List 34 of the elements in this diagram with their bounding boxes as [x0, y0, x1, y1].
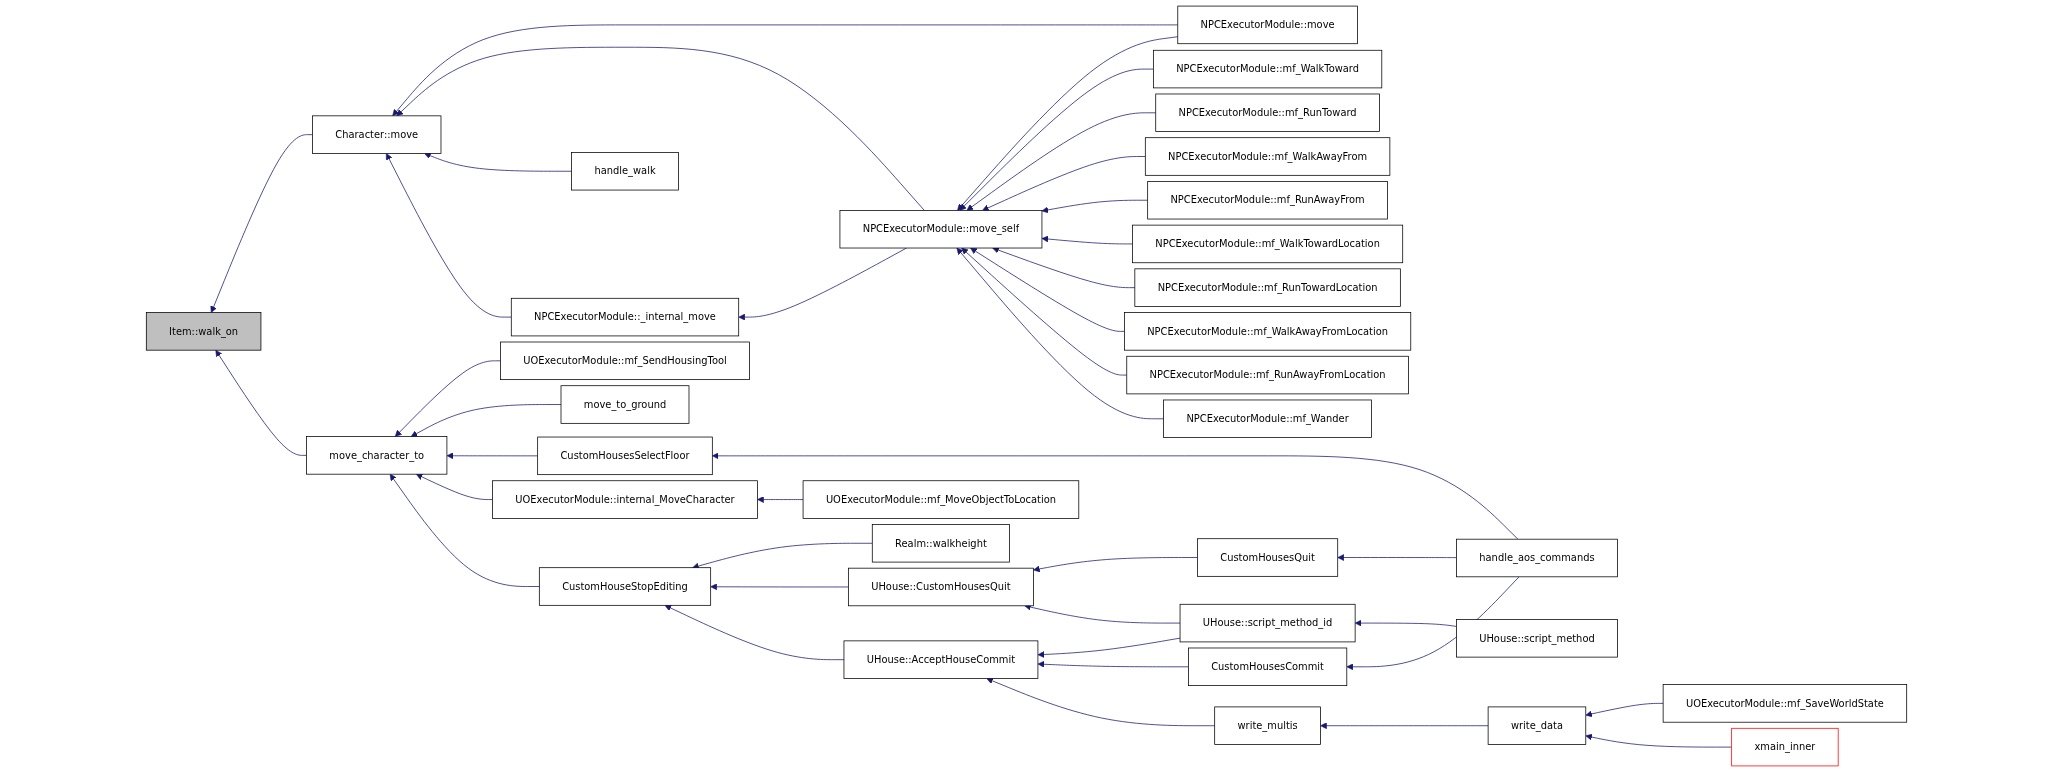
node-box: NPCExecutorModule::mf_WalkAwayFromLocation [1124, 312, 1412, 351]
node-box: NPCExecutorModule::mf_WalkTowardLocation [1132, 224, 1404, 264]
node-box: NPCExecutorModule::mf_RunToward [1155, 93, 1380, 132]
node-box: UHouse::script_method_id [1179, 603, 1356, 643]
node-box: xmain_inner [1731, 727, 1839, 767]
node-box: UOExecutorModule::mf_SaveWorldState [1662, 684, 1908, 723]
node-box: CustomHouseStopEditing [538, 567, 712, 606]
node-box: UHouse::script_method [1456, 619, 1618, 658]
node-box: NPCExecutorModule::move [1177, 5, 1358, 45]
node-box: CustomHousesCommit [1188, 647, 1348, 686]
node-box: UHouse::CustomHousesQuit [848, 567, 1034, 607]
node-box: move_to_ground [560, 385, 690, 424]
node-box: UOExecutorModule::mf_SendHousingTool [500, 341, 750, 380]
node-box: NPCExecutorModule::move_self [839, 210, 1043, 249]
node-box: NPCExecutorModule::mf_RunTowardLocation [1134, 268, 1401, 307]
node-box: NPCExecutorModule::mf_WalkToward [1153, 49, 1383, 89]
node-box: UHouse::AcceptHouseCommit [843, 640, 1039, 679]
node-box: NPCExecutorModule::_internal_move [510, 297, 740, 337]
node-box: Realm::walkheight [871, 524, 1010, 563]
node-box: NPCExecutorModule::mf_Wander [1163, 399, 1372, 438]
node-box: NPCExecutorModule::mf_WalkAwayFrom [1144, 137, 1391, 176]
node-box: CustomHousesSelectFloor [537, 436, 713, 476]
node-box: Character::move [312, 115, 442, 154]
node-box: write_data [1487, 706, 1587, 745]
node-box: NPCExecutorModule::mf_RunAwayFromLocation [1126, 355, 1409, 395]
node-box: move_character_to [306, 436, 448, 475]
node-box: Item::walk_on [145, 312, 262, 351]
node-box: CustomHousesQuit [1197, 538, 1339, 577]
node-box: handle_walk [571, 152, 679, 191]
node-box: UOExecutorModule::mf_MoveObjectToLocation [802, 480, 1080, 519]
node-box: NPCExecutorModule::mf_RunAwayFrom [1147, 181, 1388, 220]
node-box: UOExecutorModule::internal_MoveCharacter [492, 480, 758, 519]
node-box: write_multis [1214, 706, 1321, 745]
node-box: handle_aos_commands [1456, 538, 1618, 578]
